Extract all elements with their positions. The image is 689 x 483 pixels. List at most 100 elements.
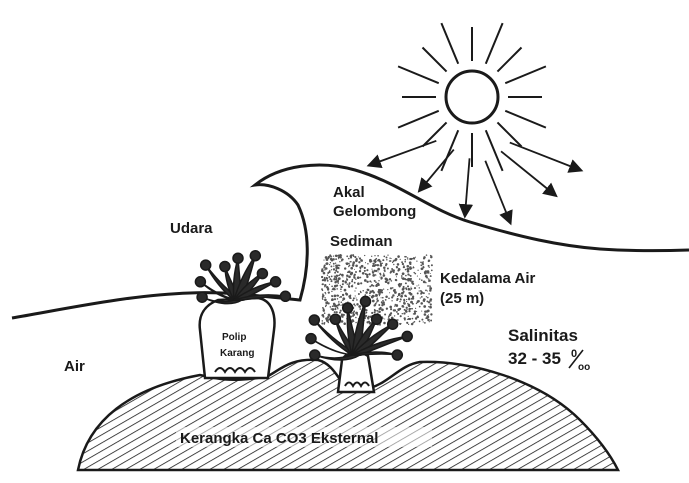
sediment-speck [430,313,432,315]
label-akal-line1: Akal [333,184,365,201]
sediment-speck [420,273,421,274]
sediment-speck [353,314,356,317]
sediment-speck [372,297,373,298]
sediment-speck [348,284,350,286]
sediment-speck [338,275,340,277]
sediment-speck [346,278,347,279]
sediment-speck [331,295,333,297]
sediment-speck [325,306,326,307]
sediment-speck [393,271,395,273]
sediment-speck [322,284,324,286]
sediment-speck [429,289,431,291]
sediment-speck [355,278,357,280]
sediment-speck [404,261,406,263]
sediment-speck [420,297,421,298]
sediment-speck [330,265,332,267]
sediment-speck [429,306,432,309]
sediment-speck [415,317,417,319]
tentacle-tip [361,296,371,306]
sediment-speck [333,263,335,265]
sediment-speck [376,285,378,287]
sediment-speck [408,305,410,307]
sediment-speck [429,267,430,268]
sediment-speck [387,254,388,255]
sediment-speck [377,297,378,298]
sun-ray [505,111,546,128]
sediment-speck [324,299,327,302]
sediment-speck [395,273,397,275]
sediment-speck [372,295,375,298]
sediment-speck [412,258,414,260]
sediment-speck [340,296,342,298]
sediment-speck [377,255,379,257]
sediment-speck [411,301,413,303]
sediment-speck [321,322,323,324]
sediment-speck [398,294,400,296]
sediment-speck [373,265,375,267]
sediment-speck [364,270,366,272]
sediment-speck [351,280,353,282]
sun-ray [398,111,439,128]
sediment-speck [336,285,338,287]
sediment-speck [323,310,324,311]
sediment-speck [326,278,328,280]
sediment-speck [334,272,336,274]
sediment-speck [347,262,349,264]
sediment-speck [323,279,326,282]
sediment-speck [359,308,361,310]
sediment-speck [350,267,353,270]
sediment-speck [367,289,369,291]
sediment-speck [331,308,333,310]
sediment-speck [400,295,403,298]
sediment-speck [408,297,409,298]
sediment-speck [353,297,355,299]
sediment-speck [378,304,380,306]
sediment-speck [334,288,336,290]
sediment-speck [379,260,381,262]
sediment-speck [410,275,412,277]
sediment-speck [382,297,384,299]
sediment-speck [360,292,362,294]
sediment-speck [410,288,412,290]
sediment-speck [359,270,361,272]
sediment-speck [338,283,339,284]
sediment-speck [338,277,341,280]
sediment-speck [407,319,408,320]
sediment-speck [391,258,392,259]
sediment-speck [422,266,424,268]
sediment-speck [336,295,338,297]
sediment-speck [378,310,381,313]
sediment-speck [419,278,420,279]
sediment-speck [327,280,329,282]
sediment-speck [347,283,349,285]
sediment-speck [331,276,333,278]
sediment-speck [425,290,427,292]
label-salinitas-value: 32 - 35 [508,349,561,368]
sediment-speck [329,264,330,265]
sediment-speck [356,298,357,299]
label-akal-line2: Gelombong [333,203,416,220]
sun-ray [505,66,546,83]
sediment-speck [328,271,330,273]
sediment-speck [400,298,402,300]
sediment-speck [386,259,388,261]
sediment-speck [420,264,422,266]
sediment-speck [421,319,423,321]
sediment-speck [410,278,412,280]
sediment-speck [397,313,399,315]
sediment-speck [355,287,356,288]
label-polip-line1: Polip [222,332,246,343]
sediment-speck [381,277,383,279]
sediment-speck [356,299,358,301]
sediment-speck [366,312,368,314]
sediment-speck [364,279,367,282]
sediment-speck [403,266,405,268]
sediment-speck [371,269,372,270]
sediment-speck [393,309,395,311]
sediment-speck [371,282,372,283]
sediment-speck [331,299,333,301]
sediment-speck [365,291,368,294]
sediment-speck [350,295,352,297]
sediment-speck [416,301,418,303]
sediment-speck [423,281,426,284]
